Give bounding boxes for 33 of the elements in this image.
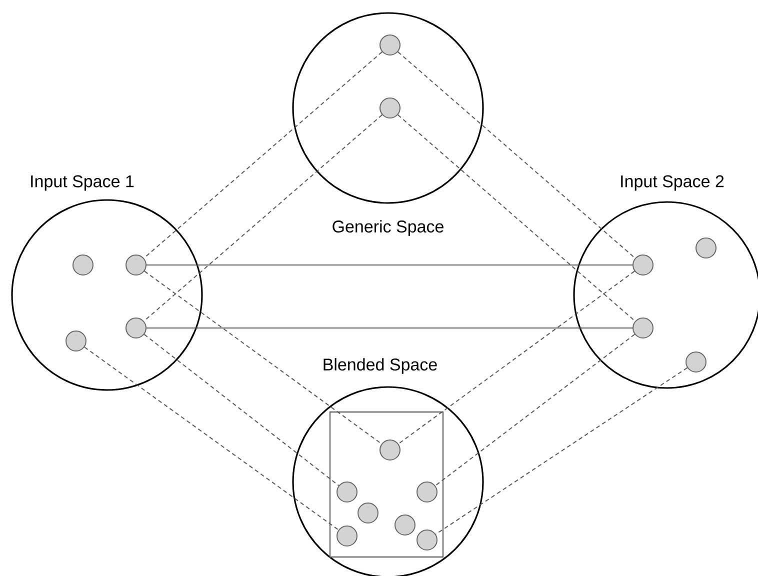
dashed-line bbox=[397, 51, 636, 259]
element-dot bbox=[336, 482, 358, 502]
dashed-line bbox=[84, 346, 339, 530]
dashed-line bbox=[434, 334, 636, 486]
element-dot bbox=[126, 254, 146, 276]
frame-box bbox=[329, 411, 444, 558]
element-dot bbox=[66, 330, 86, 352]
dashed-line bbox=[143, 114, 383, 322]
element-dot bbox=[416, 530, 438, 550]
element-dot bbox=[394, 514, 416, 536]
dashed-line bbox=[144, 270, 382, 444]
connector-line bbox=[146, 264, 633, 266]
element-dot bbox=[696, 238, 716, 258]
element-dot bbox=[358, 502, 378, 524]
space-label: Blended Space bbox=[324, 358, 437, 374]
element-dot bbox=[380, 34, 400, 56]
space-label: Input Space 1 bbox=[31, 175, 134, 191]
dashed-line bbox=[435, 367, 688, 535]
element-dot bbox=[686, 352, 706, 372]
dashed-line bbox=[143, 51, 383, 259]
element-dot bbox=[380, 440, 400, 460]
element-dot bbox=[380, 98, 400, 118]
element-dot bbox=[336, 526, 358, 546]
element-dot bbox=[632, 254, 654, 276]
element-dot bbox=[416, 482, 438, 502]
element-dot bbox=[72, 254, 94, 276]
space-label: Input Space 2 bbox=[621, 175, 724, 191]
dashed-line bbox=[398, 270, 636, 444]
element-dot bbox=[632, 318, 654, 338]
space-label: Generic Space bbox=[332, 220, 444, 236]
dashed-line bbox=[144, 334, 340, 486]
dashed-line bbox=[397, 114, 636, 322]
element-dot bbox=[126, 318, 146, 338]
